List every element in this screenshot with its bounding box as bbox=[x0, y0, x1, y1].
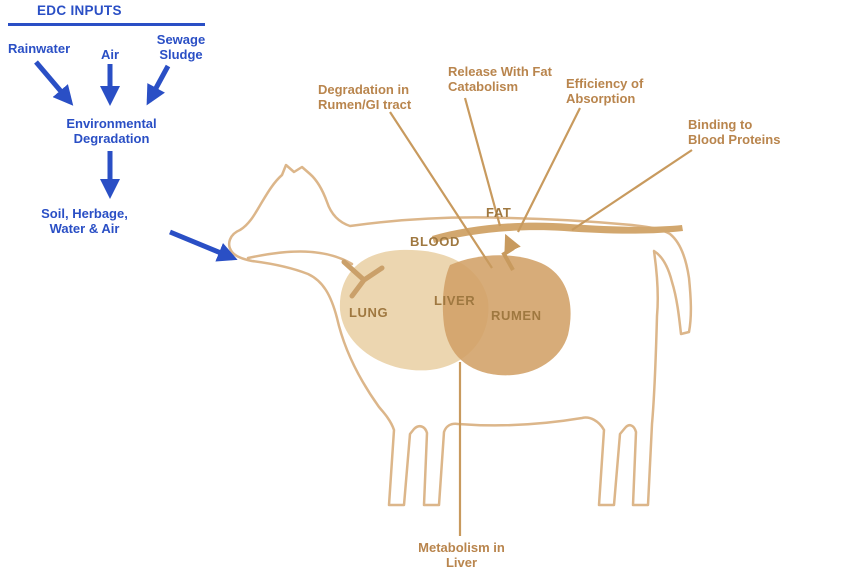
edc-inputs-title: EDC INPUTS bbox=[37, 3, 122, 18]
liver-label: LIVER bbox=[434, 293, 476, 308]
efficiency-absorption-label: Efficiency of Absorption bbox=[566, 76, 644, 107]
leader-degradation-rumen bbox=[389, 111, 493, 269]
input-sewage-sludge-label: Sewage Sludge bbox=[156, 32, 206, 63]
arrow-sewage bbox=[146, 64, 171, 106]
arrow-soil-to-mouth bbox=[169, 229, 238, 262]
release-fat-label: Release With Fat Catabolism bbox=[448, 64, 552, 95]
degradation-rumen-label: Degradation in Rumen/GI tract bbox=[318, 82, 412, 113]
edc-title-underline bbox=[8, 23, 205, 26]
rumen-shape bbox=[442, 255, 571, 376]
leader-binding-blood bbox=[571, 149, 693, 231]
leader-efficiency-absorption bbox=[517, 107, 581, 233]
input-air-label: Air bbox=[101, 47, 120, 62]
lung-label: LUNG bbox=[349, 305, 389, 320]
esophagus-line bbox=[246, 250, 354, 266]
arrow-rainwater bbox=[34, 60, 74, 106]
fat-band bbox=[432, 222, 683, 243]
leader-release-fat bbox=[463, 97, 502, 227]
bronchus-icon bbox=[341, 259, 385, 299]
metabolism-liver-label: Metabolism in Liver bbox=[418, 540, 505, 571]
fat-label: FAT bbox=[486, 205, 512, 220]
binding-blood-label: Binding to Blood Proteins bbox=[688, 117, 781, 148]
rumen-to-fat-arrow bbox=[501, 233, 521, 271]
soil-herbage-label: Soil, Herbage, Water & Air bbox=[41, 206, 128, 237]
blood-label: BLOOD bbox=[410, 234, 460, 249]
input-rainwater-label: Rainwater bbox=[8, 41, 71, 56]
rumen-label: RUMEN bbox=[491, 308, 542, 323]
environmental-degradation-label: Environmental Degradation bbox=[66, 116, 157, 147]
